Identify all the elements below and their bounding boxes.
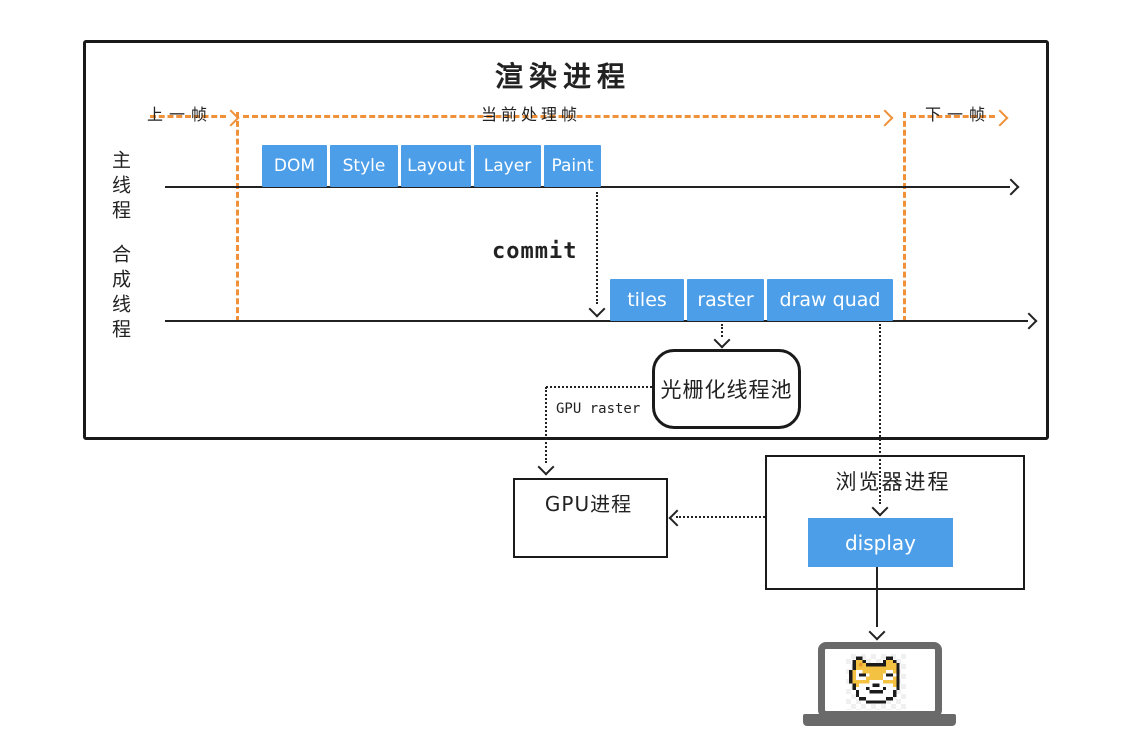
gpu-process-box [513,478,668,558]
gpu-raster-label: GPU raster [556,401,641,417]
main-thread-line [165,186,1010,188]
gpu-raster-line-v [545,387,547,463]
display-to-laptop-line [876,567,878,627]
shiba-dog-icon [849,656,900,704]
raster-to-pool-line [721,324,723,337]
stage-layer: Layer [474,145,541,187]
main-thread-label: 主线程 [109,150,131,225]
stage-tiles: tiles [610,279,684,321]
frame-boundary-line-left [236,112,239,322]
current-frame-label: 当前处理帧 [481,105,582,124]
render-process-box [83,40,1049,440]
commit-arrow-line [596,192,598,304]
stage-style: Style [330,145,398,187]
gpu-raster-line-h [546,386,652,388]
browser-to-gpu-line [676,516,765,518]
next-frame-label: 下一帧 [925,105,992,124]
stage-raster: raster [687,279,764,321]
stage-dom: DOM [262,145,327,187]
diagram-title: 渲染进程 [494,60,631,93]
browser-process-box [765,455,1025,590]
gpu-process-label: GPU进程 [544,492,633,516]
stage-draw-quad: draw quad [767,279,893,321]
frame-boundary-line-right [903,112,906,322]
next-frame-dash-line [910,115,995,118]
raster-pool-box: 光栅化线程池 [652,349,801,429]
current-frame-dash-line [243,115,880,118]
compositor-thread-label: 合成线程 [109,244,131,344]
commit-label: commit [492,239,578,264]
browser-process-label: 浏览器进程 [835,470,951,494]
prev-frame-dash-line [150,115,226,118]
stage-layout: Layout [401,145,471,187]
compositor-thread-line [165,320,1028,322]
laptop-base [803,714,956,726]
prev-frame-label: 上一帧 [147,105,214,124]
draw-quad-to-display-line [879,324,881,504]
stage-paint: Paint [544,145,601,187]
display-box: display [808,518,953,567]
browser-to-gpu-arrow-icon [668,509,686,527]
to-laptop-arrow-icon [868,623,886,641]
gpu-raster-arrow-icon [537,458,555,476]
